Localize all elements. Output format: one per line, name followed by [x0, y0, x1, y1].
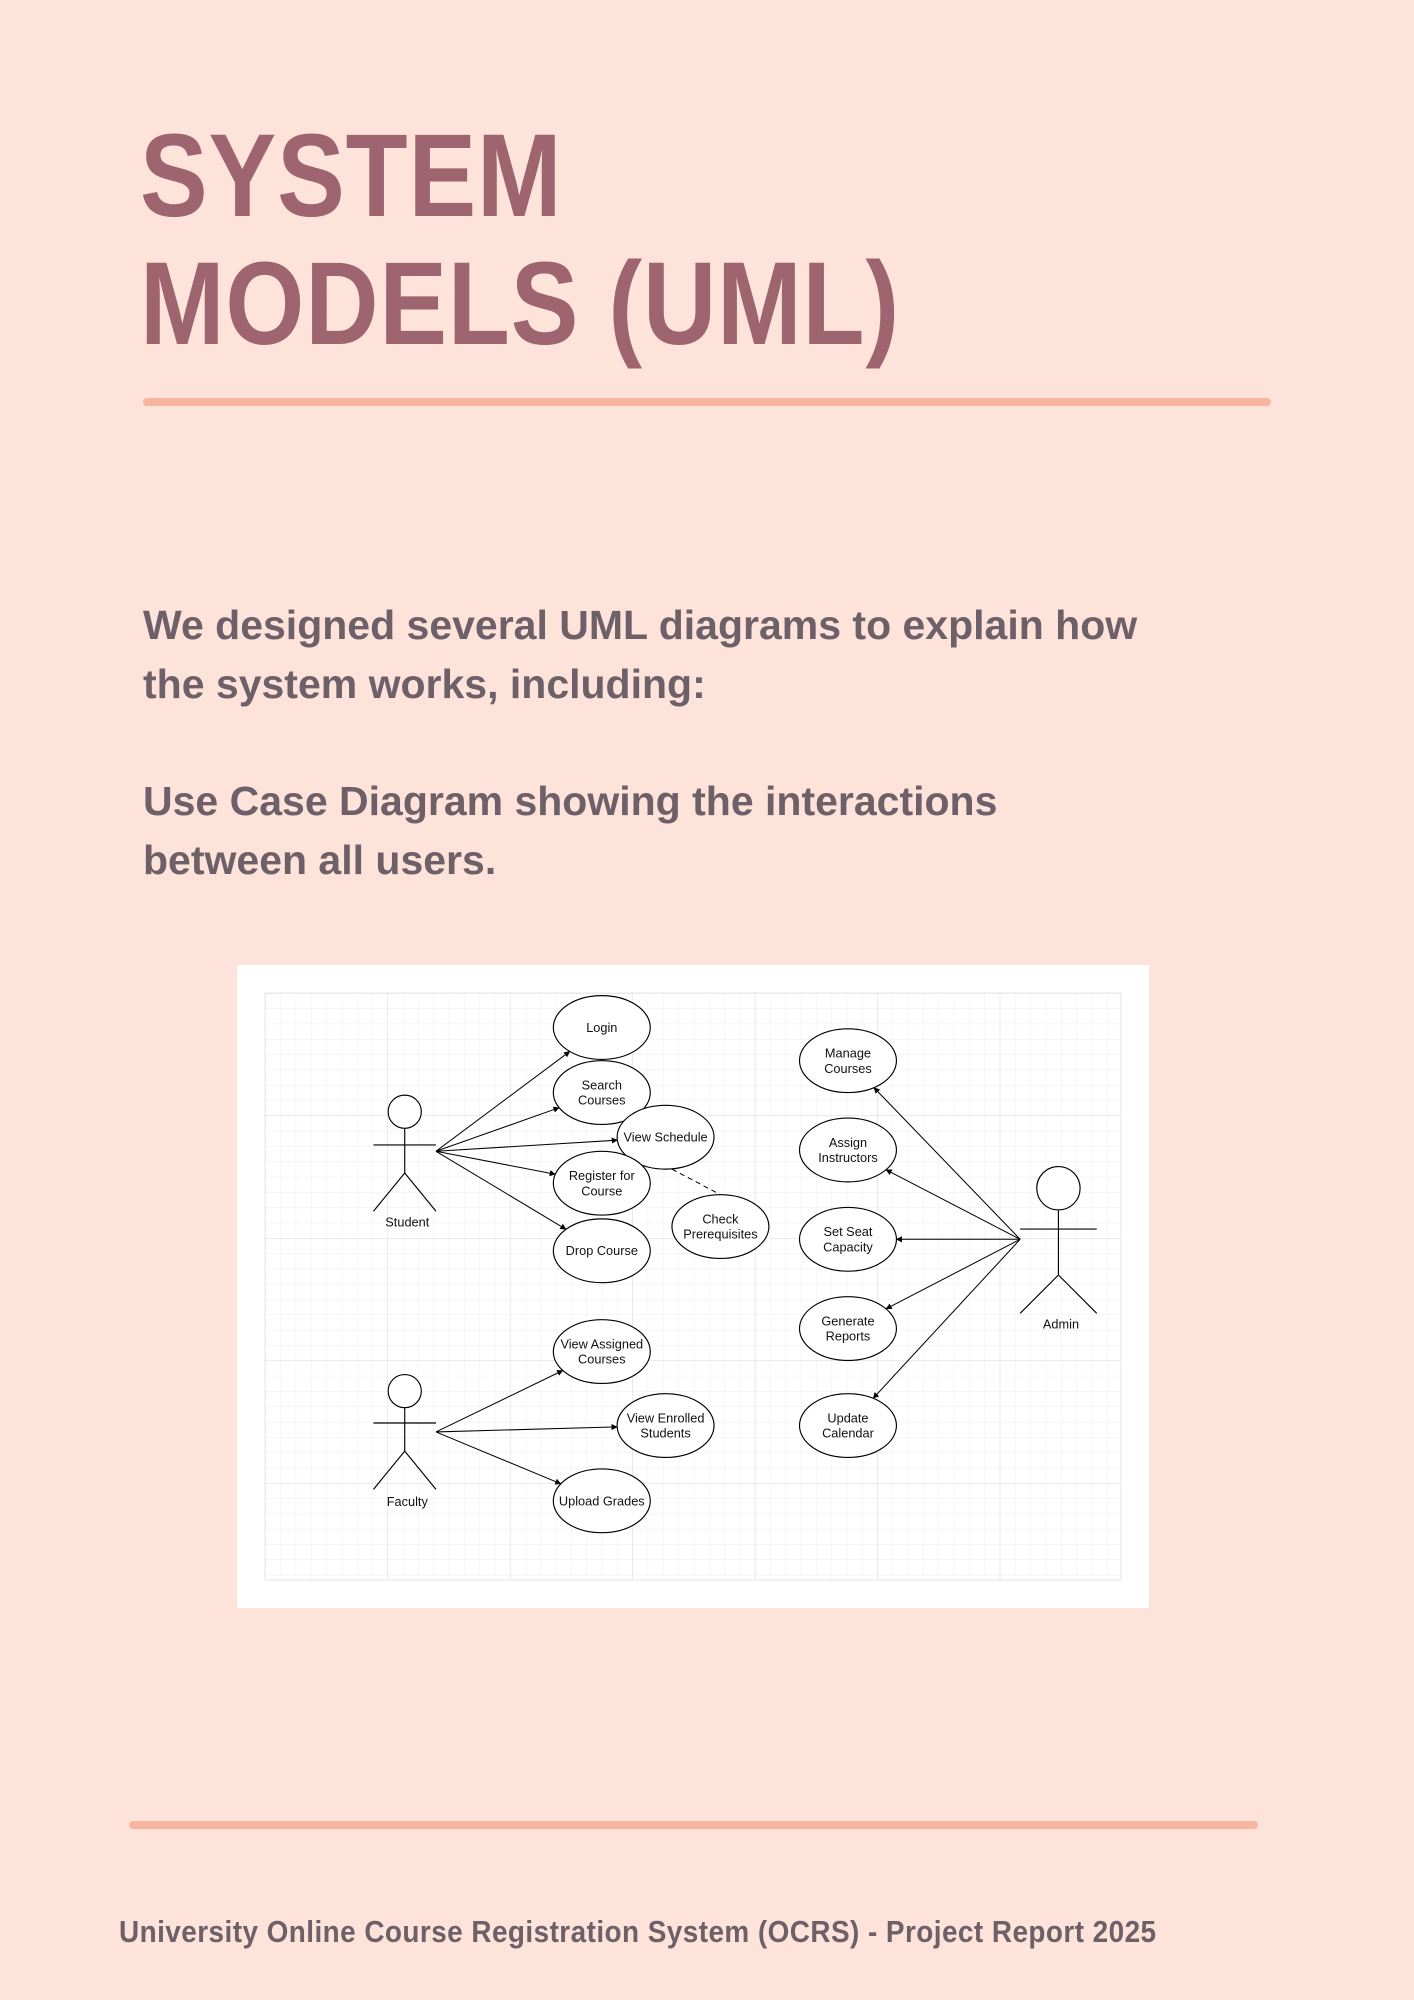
- use-case-ellipse: [798, 1296, 898, 1362]
- association-arrow: [435, 1150, 556, 1177]
- actor-student: Student: [373, 1094, 437, 1230]
- intro-paragraph: We designed several UML diagrams to expl…: [143, 596, 1137, 714]
- actor-head-icon: [1036, 1166, 1081, 1211]
- use-case-label: Reports: [826, 1329, 871, 1344]
- include-dependency-line: [671, 1168, 721, 1196]
- use-case-label: Generate: [821, 1313, 874, 1328]
- use-case-ellipse: [616, 1104, 715, 1170]
- actor-leg: [404, 1172, 437, 1212]
- use-case-label: Assign: [829, 1135, 867, 1150]
- use-case: Upload Grades: [552, 1468, 651, 1534]
- use-case-ellipse: [616, 1393, 715, 1459]
- association-arrow: [435, 1051, 571, 1152]
- actor-label: Admin: [1043, 1317, 1079, 1332]
- use-case-label: Calendar: [822, 1426, 874, 1441]
- actor-leg: [404, 1450, 437, 1490]
- use-case-label: Courses: [578, 1352, 625, 1367]
- association-arrow: [885, 1169, 1021, 1240]
- actor-label: Student: [385, 1215, 429, 1230]
- use-case-ellipse: [798, 1117, 898, 1183]
- intro-line-3: Use Case Diagram showing the interaction…: [143, 778, 998, 824]
- use-case-label: View Enrolled: [627, 1410, 705, 1425]
- association-arrow: [435, 1431, 562, 1485]
- association-arrow: [872, 1238, 1021, 1399]
- use-case-label: View Schedule: [624, 1130, 708, 1145]
- use-case-label: Courses: [578, 1093, 625, 1108]
- page-title: SYSTEM MODELS (UML): [140, 112, 900, 368]
- footer-text: University Online Course Registration Sy…: [119, 1914, 1157, 1949]
- intro-line-1: We designed several UML diagrams to expl…: [143, 602, 1138, 648]
- use-case-ellipse: [552, 1150, 651, 1216]
- title-line-2: MODELS (UML): [140, 238, 901, 370]
- association-arrow: [873, 1087, 1021, 1240]
- use-case: Drop Course: [552, 1218, 651, 1284]
- association-arrow: [435, 1106, 560, 1152]
- use-case-label: Manage: [825, 1045, 871, 1060]
- use-case-label: Check: [702, 1211, 739, 1226]
- actor-leg: [1058, 1274, 1098, 1314]
- use-case-ellipse: [798, 1028, 898, 1094]
- actor-faculty: Faculty: [373, 1373, 437, 1509]
- use-case-ellipse: [798, 1206, 898, 1272]
- title-line-1: SYSTEM: [140, 110, 563, 242]
- association-arrow: [885, 1238, 1021, 1310]
- use-case-ellipse: [552, 1319, 651, 1385]
- use-case-label: Instructors: [818, 1150, 878, 1165]
- association-arrow: [435, 1370, 564, 1433]
- use-case-ellipse: [552, 995, 651, 1060]
- actor-admin: Admin: [1019, 1166, 1098, 1332]
- intro-line-2: the system works, including:: [143, 661, 706, 707]
- use-case-label: Prerequisites: [683, 1227, 757, 1242]
- intro-line-4: between all users.: [143, 837, 497, 883]
- use-case-ellipse: [552, 1060, 651, 1126]
- use-case-label: Update: [827, 1410, 868, 1425]
- use-case-label: Upload Grades: [559, 1493, 645, 1508]
- grid-major: [264, 992, 1122, 1581]
- actor-leg: [373, 1172, 406, 1212]
- use-case-label: Set Seat: [824, 1224, 873, 1239]
- bottom-divider: [129, 1821, 1258, 1829]
- use-case-label: View Assigned: [560, 1336, 643, 1351]
- use-case-label: Students: [640, 1426, 690, 1441]
- actor-head-icon: [387, 1094, 422, 1129]
- association-arrow: [435, 1150, 567, 1230]
- use-case-label: Course: [581, 1183, 622, 1198]
- use-case-label: Courses: [824, 1061, 871, 1076]
- association-arrow: [435, 1137, 618, 1152]
- use-case-label: Login: [586, 1020, 617, 1035]
- actor-label: Faculty: [387, 1494, 429, 1509]
- use-case-paragraph: Use Case Diagram showing the interaction…: [143, 772, 997, 890]
- use-case-label: Register for: [569, 1168, 636, 1183]
- use-case-label: Drop Course: [566, 1243, 638, 1258]
- use-case-ellipse: [671, 1194, 770, 1260]
- actor-head-icon: [387, 1373, 422, 1409]
- use-case: Login: [552, 995, 651, 1060]
- actor-leg: [1019, 1274, 1059, 1314]
- top-divider: [143, 398, 1271, 406]
- use-case: View Schedule: [616, 1104, 715, 1170]
- association-arrow: [435, 1424, 618, 1433]
- use-case-ellipse: [552, 1218, 651, 1284]
- actor-leg: [373, 1450, 406, 1490]
- use-case-ellipse: [798, 1393, 898, 1459]
- use-case-ellipse: [552, 1468, 651, 1534]
- use-case-label: Search: [582, 1077, 622, 1092]
- use-case-label: Capacity: [823, 1239, 873, 1254]
